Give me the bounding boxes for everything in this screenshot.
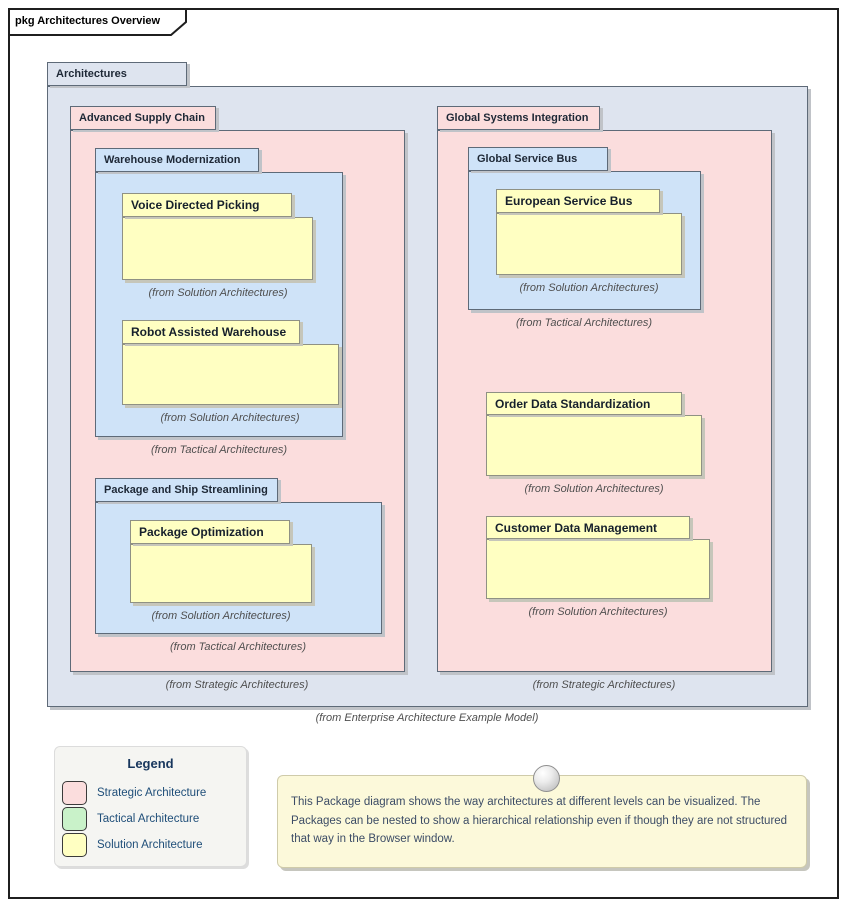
package-warehouse-modernization-tab[interactable]: Warehouse Modernization: [95, 148, 259, 172]
package-european-service-bus-tab[interactable]: European Service Bus: [496, 189, 660, 213]
package-from-caption: (from Solution Architectures): [151, 610, 291, 622]
package-robot-assisted-warehouse-body[interactable]: [122, 344, 339, 405]
package-package-optimization-body[interactable]: [130, 544, 312, 603]
package-from-caption: (from Solution Architectures): [160, 412, 300, 424]
package-name: Advanced Supply Chain: [79, 112, 205, 124]
package-name: Architectures: [56, 68, 127, 80]
package-voice-directed-picking-body[interactable]: [122, 217, 313, 280]
legend-row-strategic: Strategic Architecture: [62, 780, 246, 805]
package-from-caption: (from Strategic Architectures): [532, 679, 676, 691]
package-from-caption: (from Strategic Architectures): [165, 679, 309, 691]
legend-label: Solution Architecture: [97, 838, 203, 851]
package-from-caption: (from Solution Architectures): [524, 483, 664, 495]
legend-label: Tactical Architecture: [97, 812, 200, 825]
legend-row-solution: Solution Architecture: [62, 832, 246, 857]
package-from-caption: (from Solution Architectures): [148, 287, 288, 299]
note-text: This Package diagram shows the way archi…: [291, 796, 788, 846]
package-customer-data-management-tab[interactable]: Customer Data Management: [486, 516, 690, 539]
package-package-and-ship-streamlining-tab[interactable]: Package and Ship Streamlining: [95, 478, 278, 502]
package-from-caption: (from Solution Architectures): [519, 282, 659, 294]
legend-row-tactical: Tactical Architecture: [62, 806, 246, 831]
tactical-color-swatch: [62, 806, 87, 831]
package-robot-assisted-warehouse-tab[interactable]: Robot Assisted Warehouse: [122, 320, 300, 344]
package-from-caption: (from Tactical Architectures): [169, 641, 307, 653]
package-name: Package Optimization: [139, 525, 264, 539]
package-name: Customer Data Management: [495, 520, 658, 535]
diagram-frame-header: [8, 8, 187, 36]
package-global-service-bus-tab[interactable]: Global Service Bus: [468, 147, 608, 171]
strategic-color-swatch: [62, 780, 87, 805]
package-order-data-standardization-body[interactable]: [486, 415, 702, 476]
package-advanced-supply-chain-tab[interactable]: Advanced Supply Chain: [70, 106, 216, 130]
package-from-caption: (from Tactical Architectures): [150, 444, 288, 456]
package-name: Robot Assisted Warehouse: [131, 325, 287, 339]
package-global-systems-integration-tab[interactable]: Global Systems Integration: [437, 106, 600, 130]
package-from-caption: (from Enterprise Architecture Example Mo…: [315, 712, 539, 724]
package-architectures-tab[interactable]: Architectures: [47, 62, 187, 86]
package-name: Order Data Standardization: [495, 396, 651, 411]
legend-box[interactable]: Legend Strategic Architecture Tactical A…: [54, 746, 247, 867]
package-name: Package and Ship Streamlining: [104, 484, 268, 496]
package-name: Voice Directed Picking: [131, 198, 260, 212]
diagram-frame: [8, 8, 839, 899]
package-voice-directed-picking-tab[interactable]: Voice Directed Picking: [122, 193, 292, 217]
sphere-pin-icon: [533, 765, 560, 792]
legend-label: Strategic Architecture: [97, 786, 207, 799]
package-name: European Service Bus: [505, 194, 633, 208]
solution-color-swatch: [62, 832, 87, 857]
legend-title: Legend: [127, 756, 174, 771]
package-name: Warehouse Modernization: [104, 154, 241, 166]
package-order-data-standardization-tab[interactable]: Order Data Standardization: [486, 392, 682, 415]
diagram-title: pkg Architectures Overview: [15, 15, 161, 27]
package-from-caption: (from Solution Architectures): [528, 606, 668, 618]
package-name: Global Service Bus: [477, 153, 578, 165]
package-european-service-bus-body[interactable]: [496, 213, 682, 275]
package-package-optimization-tab[interactable]: Package Optimization: [130, 520, 290, 544]
package-name: Global Systems Integration: [446, 112, 589, 124]
package-customer-data-management-body[interactable]: [486, 539, 710, 599]
package-from-caption: (from Tactical Architectures): [515, 317, 653, 329]
